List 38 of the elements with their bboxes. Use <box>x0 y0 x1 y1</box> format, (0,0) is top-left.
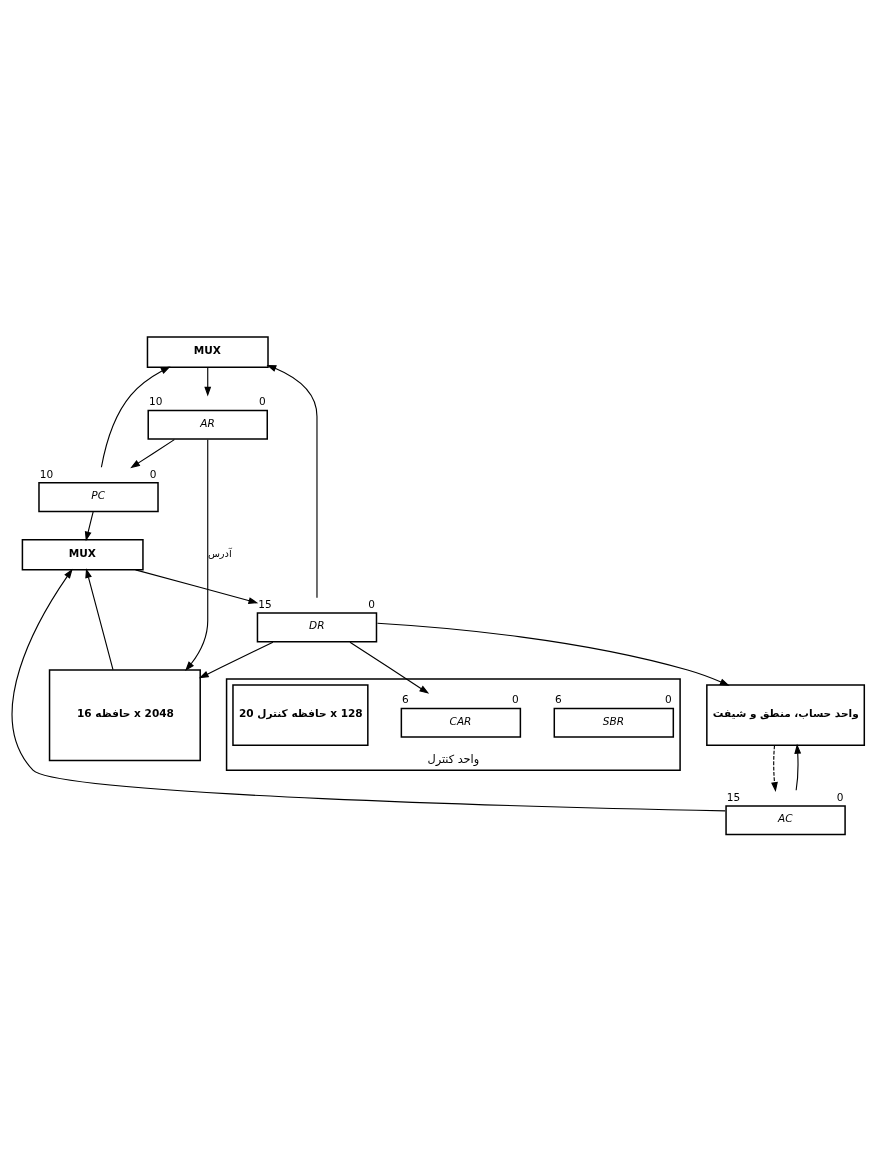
node-label: 15 <box>726 790 741 803</box>
arrow <box>376 622 730 686</box>
node-label: 6 <box>402 692 409 705</box>
node-label: 0 <box>149 467 157 480</box>
arrow <box>135 568 259 604</box>
node-label: 10 <box>148 394 163 407</box>
arrow <box>85 567 114 670</box>
arrow <box>266 364 318 598</box>
node-label: 0 <box>258 394 266 407</box>
node-label: 6 <box>555 692 562 705</box>
node-label: 0 <box>836 790 844 803</box>
arrow <box>204 366 212 397</box>
node-box: MUX <box>146 335 269 368</box>
node-box: MUX <box>21 538 144 571</box>
node-label: 15 <box>258 597 272 610</box>
node-label: 0 <box>665 692 672 705</box>
node-box: PC <box>38 481 159 512</box>
node-box: SBR <box>553 707 675 738</box>
node-box: حافظه 16 x 2048 <box>48 668 201 761</box>
node-label: 10 <box>39 467 54 480</box>
arrow <box>349 641 430 694</box>
edge-label: آدرس <box>207 547 232 559</box>
arrow <box>771 744 778 792</box>
node-box: AR <box>147 409 268 440</box>
arrow <box>11 568 726 811</box>
arrow <box>794 743 802 791</box>
arrow <box>198 641 274 678</box>
node-label: 0 <box>512 692 519 705</box>
node-box: واحد حساب، منطق و شیفت <box>706 683 866 746</box>
node-box: حافظه کنترل 20 x 128 <box>232 683 369 746</box>
node-label: 0 <box>368 597 375 610</box>
node-box: CAR <box>400 707 522 738</box>
arrow <box>130 438 175 468</box>
arrow <box>84 510 94 541</box>
arrow <box>185 438 209 671</box>
arrow <box>100 365 171 468</box>
node-box: DR <box>256 611 378 642</box>
node-box: AC <box>725 804 846 835</box>
